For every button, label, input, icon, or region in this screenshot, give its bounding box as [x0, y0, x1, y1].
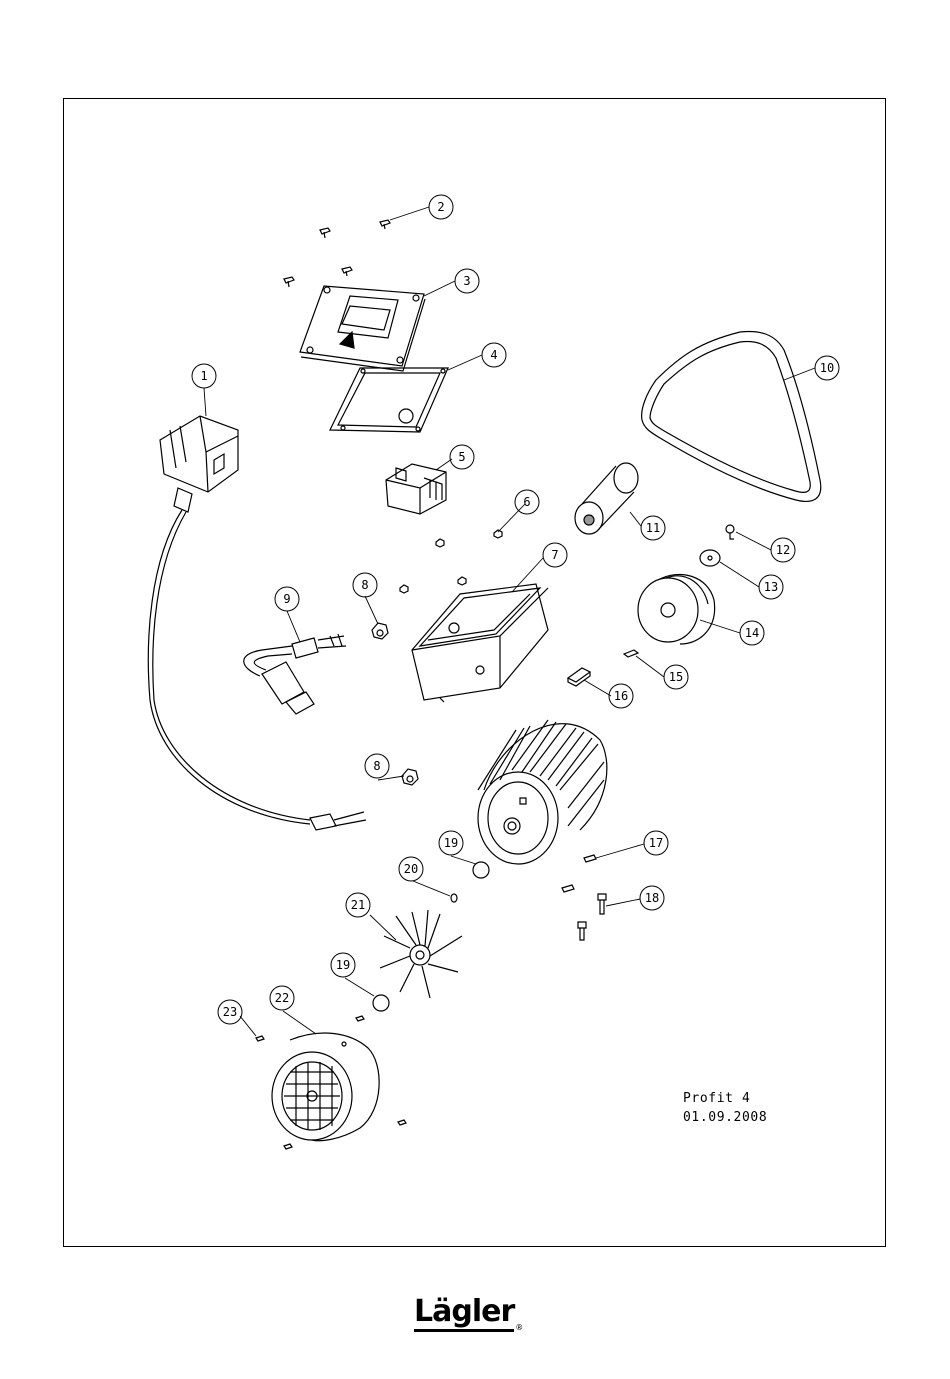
callout-11: 11: [641, 516, 665, 540]
part-22-fan-cowl: [272, 1033, 379, 1141]
callout-3: 3: [455, 269, 479, 293]
callout-21: 21: [346, 893, 370, 917]
callout-23: 23: [218, 1000, 242, 1024]
callout-4: 4: [482, 343, 506, 367]
part-7-terminal-box: [412, 584, 548, 702]
callout-19b: 19: [331, 953, 355, 977]
part-3-cover-plate: [300, 286, 425, 371]
part-16-key: [568, 668, 590, 686]
callout-8a: 8: [353, 573, 377, 597]
callout-5: 5: [450, 445, 474, 469]
svg-text:2: 2: [437, 200, 444, 214]
part-17-screws: [562, 855, 596, 892]
svg-text:5: 5: [458, 450, 465, 464]
part-15-key: [624, 650, 638, 657]
callout-6: 6: [515, 490, 539, 514]
svg-text:9: 9: [283, 592, 290, 606]
svg-text:4: 4: [490, 348, 497, 362]
part-19-circlips: [373, 862, 489, 1011]
svg-text:21: 21: [351, 898, 365, 912]
svg-text:11: 11: [646, 521, 660, 535]
svg-text:1: 1: [200, 369, 207, 383]
callout-13: 13: [759, 575, 783, 599]
callout-22: 22: [270, 986, 294, 1010]
svg-text:8: 8: [373, 759, 380, 773]
svg-text:17: 17: [649, 836, 663, 850]
part-1-switch-cable: [148, 416, 366, 830]
callout-8b: 8: [365, 754, 389, 778]
part-12-bolt: [726, 525, 734, 539]
callout-10: 10: [815, 356, 839, 380]
callout-12: 12: [771, 538, 795, 562]
callout-14: 14: [740, 621, 764, 645]
part-10-v-belt: [642, 332, 821, 502]
part-20-washer: [451, 894, 457, 902]
svg-text:12: 12: [776, 543, 790, 557]
svg-text:3: 3: [463, 274, 470, 288]
part-23-screws: [256, 1016, 406, 1149]
part-21-fan: [380, 910, 462, 998]
svg-text:23: 23: [223, 1005, 237, 1019]
callout-20: 20: [399, 857, 423, 881]
part-14-pulley: [638, 574, 715, 644]
model-name: Profit 4: [683, 1089, 767, 1108]
part-4-gasket: [330, 368, 448, 432]
part-2-screws: [284, 220, 390, 287]
part-9-power-connector: [244, 634, 346, 714]
part-18-bolts: [578, 894, 606, 940]
callout-15: 15: [664, 665, 688, 689]
svg-text:16: 16: [614, 689, 628, 703]
svg-text:10: 10: [820, 361, 834, 375]
part-11-capacitor: [575, 463, 638, 534]
brand-logo: Lägler®: [414, 1296, 523, 1332]
callouts: 2 3 4 1 5 6 7 8 9 10 11 12 13 14 15 16 8…: [192, 195, 839, 1024]
svg-text:7: 7: [551, 548, 558, 562]
part-5-contactor: [386, 464, 446, 514]
callout-7: 7: [543, 543, 567, 567]
registered-mark: ®: [515, 1323, 523, 1332]
callout-17: 17: [644, 831, 668, 855]
callout-16: 16: [609, 684, 633, 708]
part-6-nuts: [400, 530, 502, 593]
callout-2: 2: [429, 195, 453, 219]
svg-text:8: 8: [361, 578, 368, 592]
svg-text:19: 19: [336, 958, 350, 972]
svg-text:19: 19: [444, 836, 458, 850]
svg-text:22: 22: [275, 991, 289, 1005]
drawing-caption: Profit 4 01.09.2008: [683, 1089, 767, 1127]
callout-19a: 19: [439, 831, 463, 855]
callout-9: 9: [275, 587, 299, 611]
svg-text:20: 20: [404, 862, 418, 876]
brand-name: Lägler: [414, 1296, 514, 1332]
callout-18: 18: [640, 886, 664, 910]
svg-text:15: 15: [669, 670, 683, 684]
drawing-date: 01.09.2008: [683, 1108, 767, 1127]
motor-body: [478, 720, 607, 864]
svg-text:14: 14: [745, 626, 759, 640]
callout-1: 1: [192, 364, 216, 388]
leader-lines: [204, 207, 815, 1036]
svg-text:6: 6: [523, 495, 530, 509]
svg-text:18: 18: [645, 891, 659, 905]
svg-text:13: 13: [764, 580, 778, 594]
part-13-washer: [700, 550, 720, 566]
